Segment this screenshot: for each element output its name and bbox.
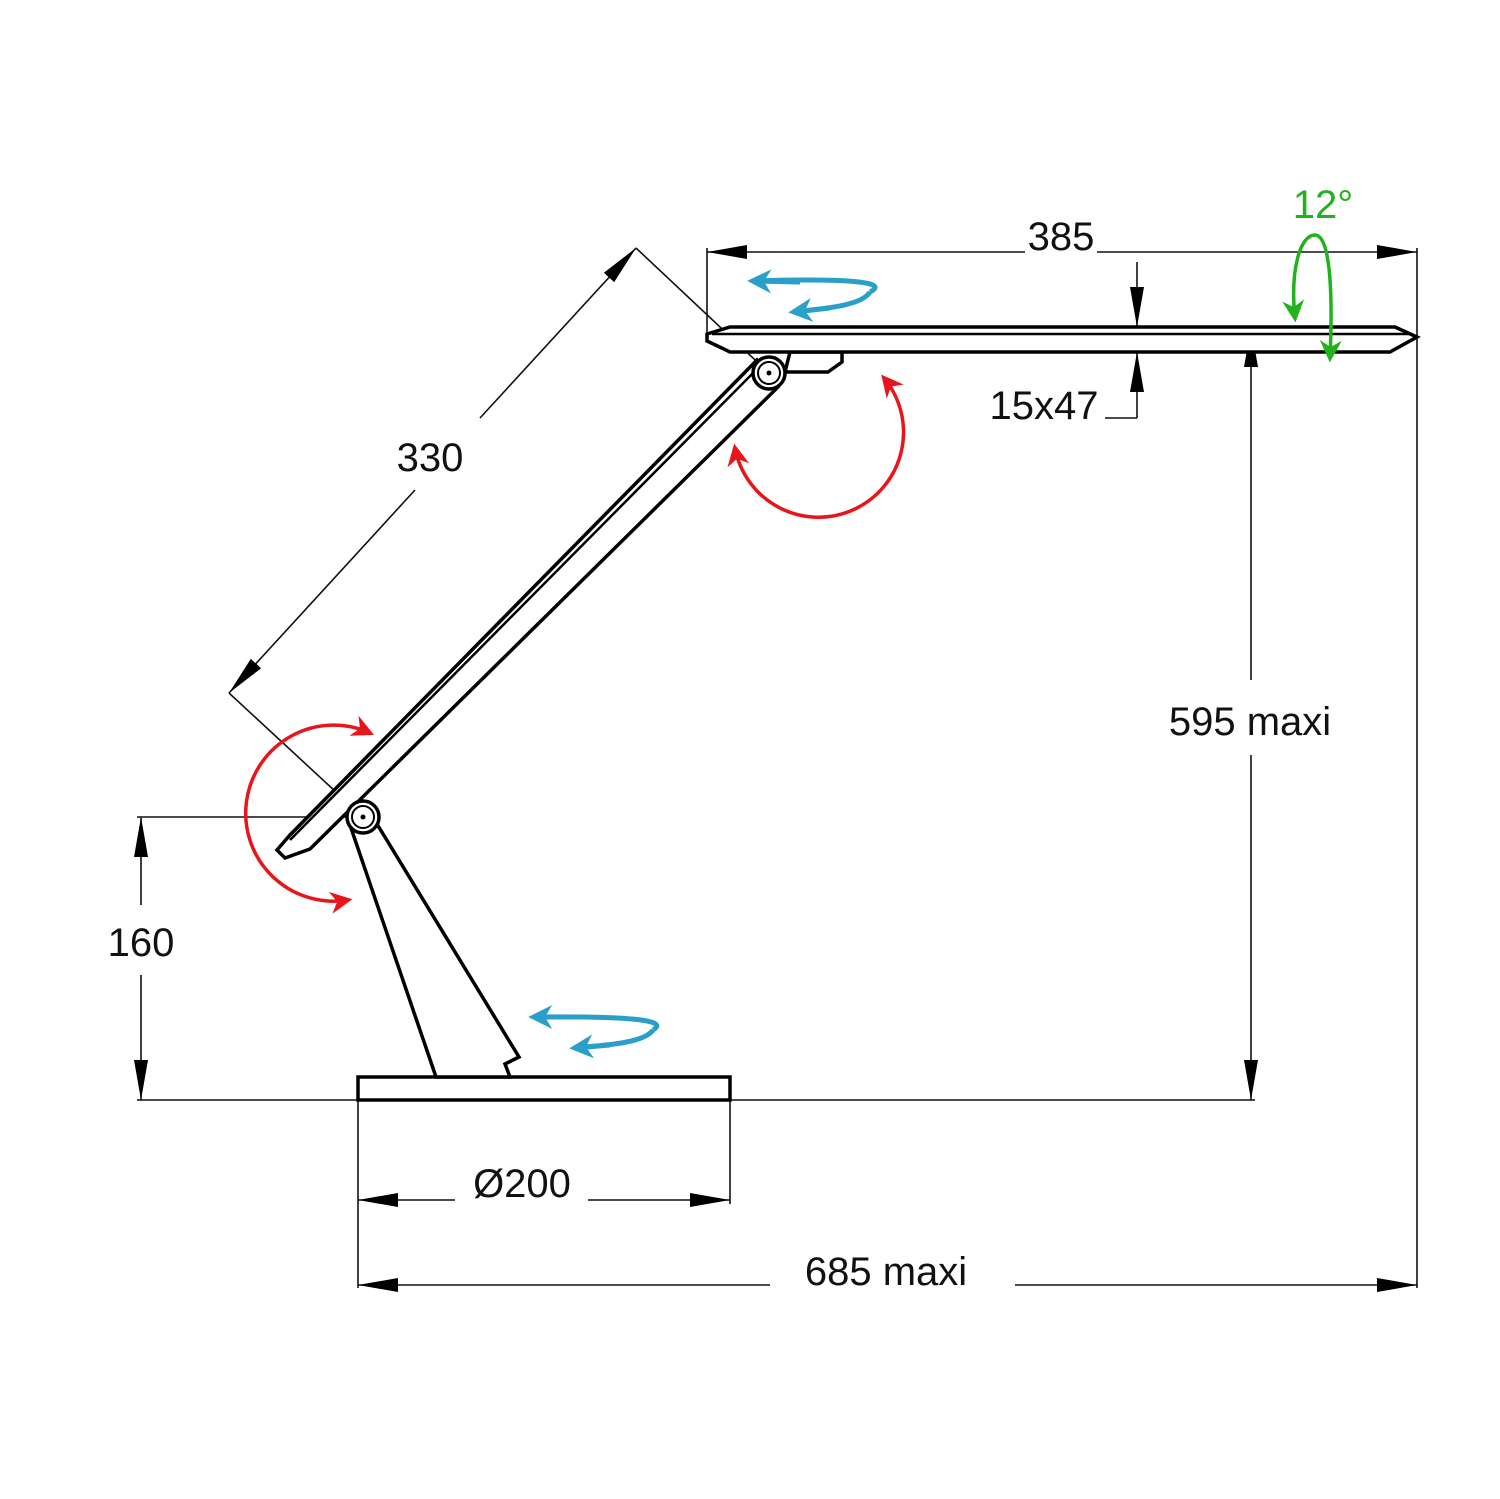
label-joint-height: 160 [108, 921, 175, 965]
upper-joint [751, 355, 787, 391]
lamp-stem [348, 822, 522, 1079]
base-swivel-arrow-icon [532, 1014, 660, 1051]
head-swivel-arrowhead-icon [788, 298, 831, 322]
upper-pivot-arrow-icon [727, 374, 906, 519]
label-arm-length: 330 [397, 436, 464, 480]
head-tilt-arrow-icon [1282, 233, 1342, 363]
label-head-length: 385 [1028, 215, 1095, 259]
lower-pivot-arrow-icon [244, 715, 375, 914]
label-head-section: 15x47 [990, 384, 1099, 428]
label-head-tilt: 12° [1293, 183, 1354, 227]
label-max-height: 595 maxi [1169, 700, 1331, 744]
lamp-arm [274, 357, 781, 861]
lamp-base [356, 1075, 732, 1102]
base-swivel-arrowhead-icon [569, 1034, 611, 1059]
lower-joint [345, 799, 381, 835]
head-swivel-arrowhead-icon [747, 269, 801, 294]
head-swivel-arrow-icon [751, 277, 878, 315]
lamp-head [705, 325, 1421, 374]
extension-lines [137, 247, 1418, 1288]
label-base-diameter: Ø200 [473, 1162, 571, 1206]
label-max-reach: 685 maxi [805, 1250, 967, 1294]
dimension-330 [228, 247, 637, 694]
